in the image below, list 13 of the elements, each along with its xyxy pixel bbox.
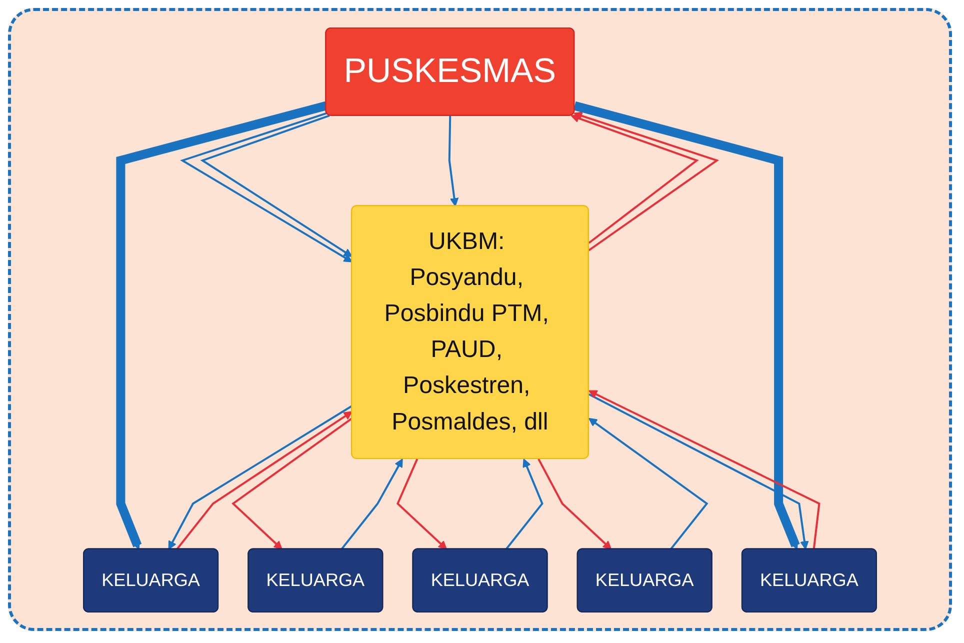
arrow [200,114,352,256]
arrow [232,416,353,550]
arrow [340,458,403,550]
arrow [573,100,800,550]
arrow [588,417,708,550]
arrow [396,458,448,550]
arrow [574,111,720,251]
arrow [505,458,544,550]
arrow [538,458,612,550]
arrow [180,112,352,262]
arrow [448,115,459,206]
arrow [570,114,699,244]
arrow [116,100,328,550]
